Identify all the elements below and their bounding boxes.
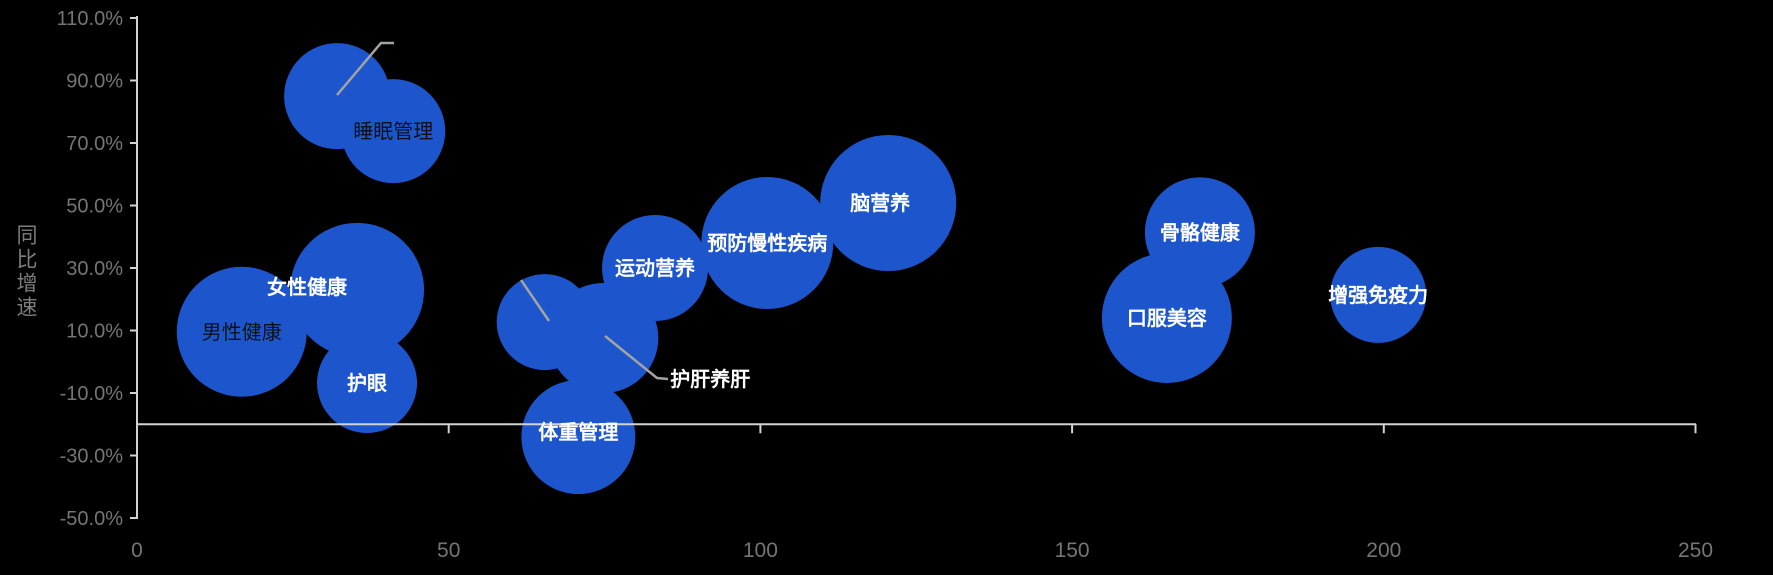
leader-line [519, 279, 551, 322]
bubble[interactable] [521, 380, 636, 495]
bubble-label: 预防慢性疾病 [707, 231, 827, 255]
y-tick-label: 30.0% [66, 258, 123, 280]
y-tick-label: 50.0% [66, 196, 123, 218]
x-tick-label: 150 [1055, 539, 1090, 562]
bubble-label: 护肝养肝 [670, 367, 750, 391]
bubble-label: 增强免疫力 [1328, 283, 1428, 307]
y-tick-label: -50.0% [60, 508, 124, 530]
bubble-label: 女性健康 [267, 275, 348, 299]
x-tick-label: 0 [131, 539, 143, 562]
y-tick-label: -30.0% [60, 446, 124, 468]
bubble[interactable] [317, 333, 418, 433]
y-tick-label: 70.0% [66, 133, 123, 155]
bubble[interactable] [290, 222, 425, 357]
bubble-label: 脑营养 [850, 191, 910, 215]
bubble[interactable] [341, 79, 446, 184]
bubble-label: 睡眠管理 [353, 120, 433, 143]
bubble[interactable] [820, 135, 957, 271]
bubble-label: 运动营养 [615, 256, 695, 280]
x-tick-label: 100 [743, 539, 778, 562]
y-tick-label: 10.0% [66, 321, 123, 343]
bubble[interactable] [1330, 246, 1427, 343]
leader-line [604, 335, 669, 381]
y-axis-title: 同比增速 [14, 224, 37, 320]
bubble[interactable] [1101, 253, 1232, 383]
bubble-label: 男性健康 [202, 321, 282, 344]
y-tick-label: 90.0% [66, 71, 123, 93]
x-tick-label: 250 [1678, 539, 1713, 562]
x-tick-label: 50 [437, 539, 460, 562]
bubble-label: 骨骼健康 [1160, 220, 1241, 244]
bubble[interactable] [701, 177, 834, 309]
y-tick-label: 110.0% [57, 8, 124, 30]
x-tick-label: 200 [1366, 539, 1401, 562]
leader-line [336, 41, 394, 96]
bubble[interactable] [602, 215, 709, 321]
bubble-label: 口服美容 [1127, 306, 1207, 330]
y-tick-label: -10.0% [60, 383, 124, 405]
bubble-label: 护眼 [347, 371, 387, 395]
bubble-label: 体重管理 [538, 420, 618, 444]
bubble[interactable] [176, 266, 307, 397]
